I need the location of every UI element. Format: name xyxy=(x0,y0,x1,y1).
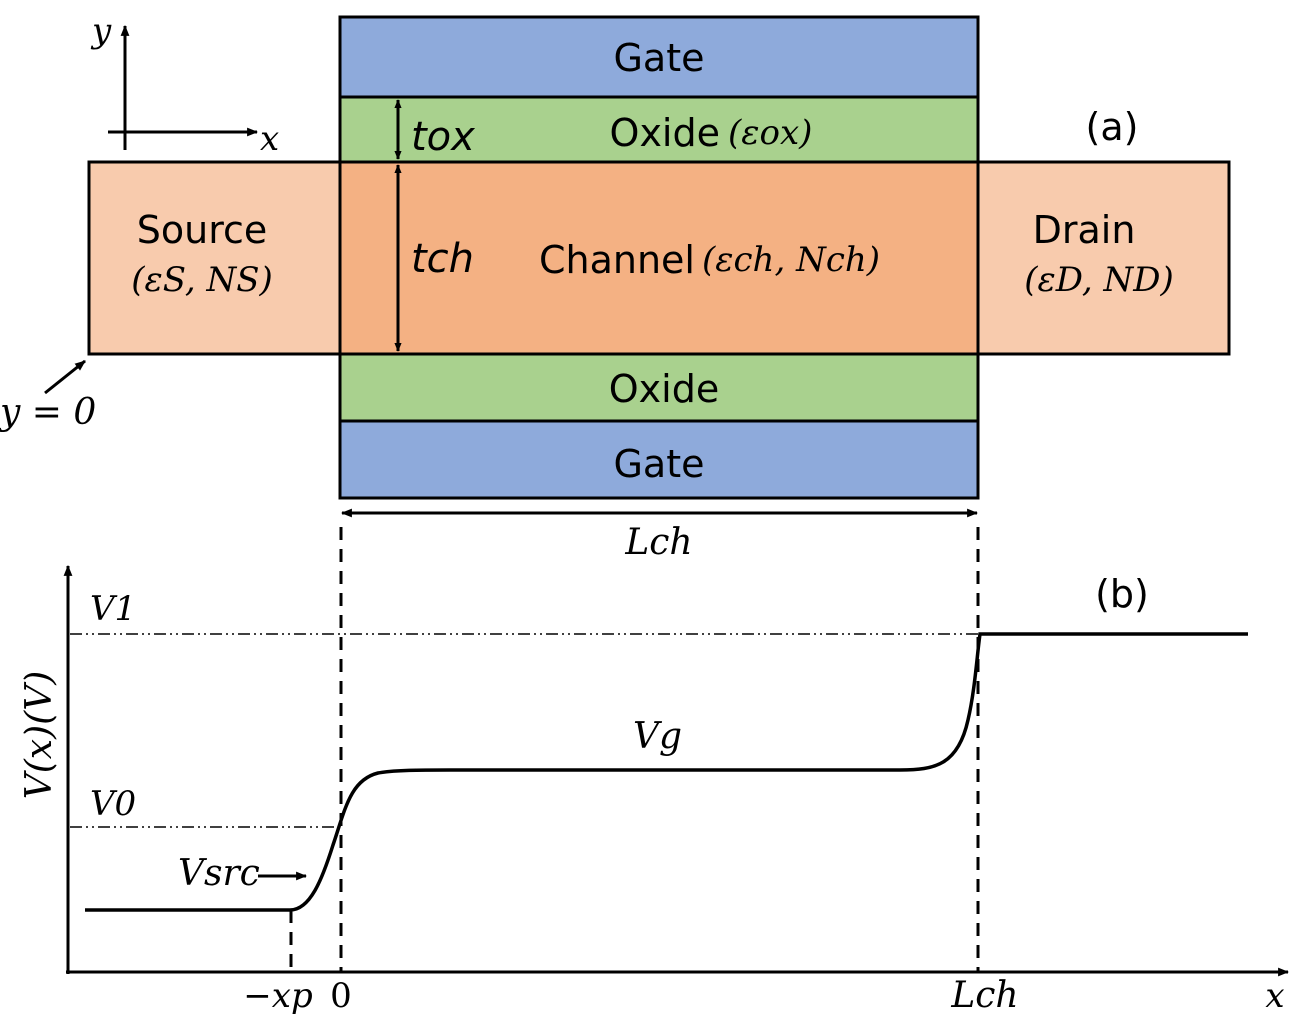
tox-label: tox xyxy=(411,114,475,160)
top-gate-region xyxy=(338,15,980,99)
tick-lch-label: Lch xyxy=(950,975,1018,1015)
panel-b-potential: V1 V0 Vg Vsrc −xp 0 Lch x V(x)(V) (b) xyxy=(19,527,1290,1015)
bottom-gate-region xyxy=(338,419,980,500)
vg-label: Vg xyxy=(633,716,682,757)
drain-label: Drain xyxy=(1033,208,1136,252)
bottom-oxide-region xyxy=(338,352,980,423)
panel-a-label: (a) xyxy=(1086,105,1139,149)
tick-zero-label: 0 xyxy=(330,976,352,1015)
y-axis-label: V(x)(V) xyxy=(19,671,60,799)
drain-region xyxy=(976,160,1231,356)
source-region xyxy=(87,160,342,356)
axis-indicator-y-label: y xyxy=(90,11,112,51)
potential-curve xyxy=(85,632,1248,912)
tick-xp-label: −xp xyxy=(243,976,312,1015)
v1-label: V1 xyxy=(90,589,136,629)
source-label: Source xyxy=(137,208,268,252)
drain-param: (εD, ND) xyxy=(1024,260,1173,300)
top-oxide-region xyxy=(338,95,980,164)
axis-indicator-x-label: x xyxy=(260,119,279,159)
origin-label: y = 0 xyxy=(0,392,96,433)
panel-a-device: Gate Oxide (εox) Channel (εch, Nch) Oxid… xyxy=(0,11,1231,563)
channel-region xyxy=(338,160,980,356)
x-axis-label: x xyxy=(1265,976,1284,1015)
bottom-gate-label: Gate xyxy=(613,442,704,486)
channel-param: (εch, Nch) xyxy=(702,240,880,280)
source-param: (εS, NS) xyxy=(131,260,273,300)
vsrc-label: Vsrc xyxy=(178,853,260,894)
top-gate-label: Gate xyxy=(613,36,704,80)
origin-arrow xyxy=(44,359,86,395)
top-oxide-param: (εox) xyxy=(728,113,812,153)
top-oxide-label: Oxide xyxy=(610,111,720,155)
channel-label: Channel xyxy=(539,238,695,282)
lch-label-top: Lch xyxy=(624,522,692,563)
tch-label: tch xyxy=(411,236,474,282)
bottom-oxide-label: Oxide xyxy=(609,367,719,411)
panel-b-label: (b) xyxy=(1095,572,1149,616)
v0-label: V0 xyxy=(90,784,136,824)
